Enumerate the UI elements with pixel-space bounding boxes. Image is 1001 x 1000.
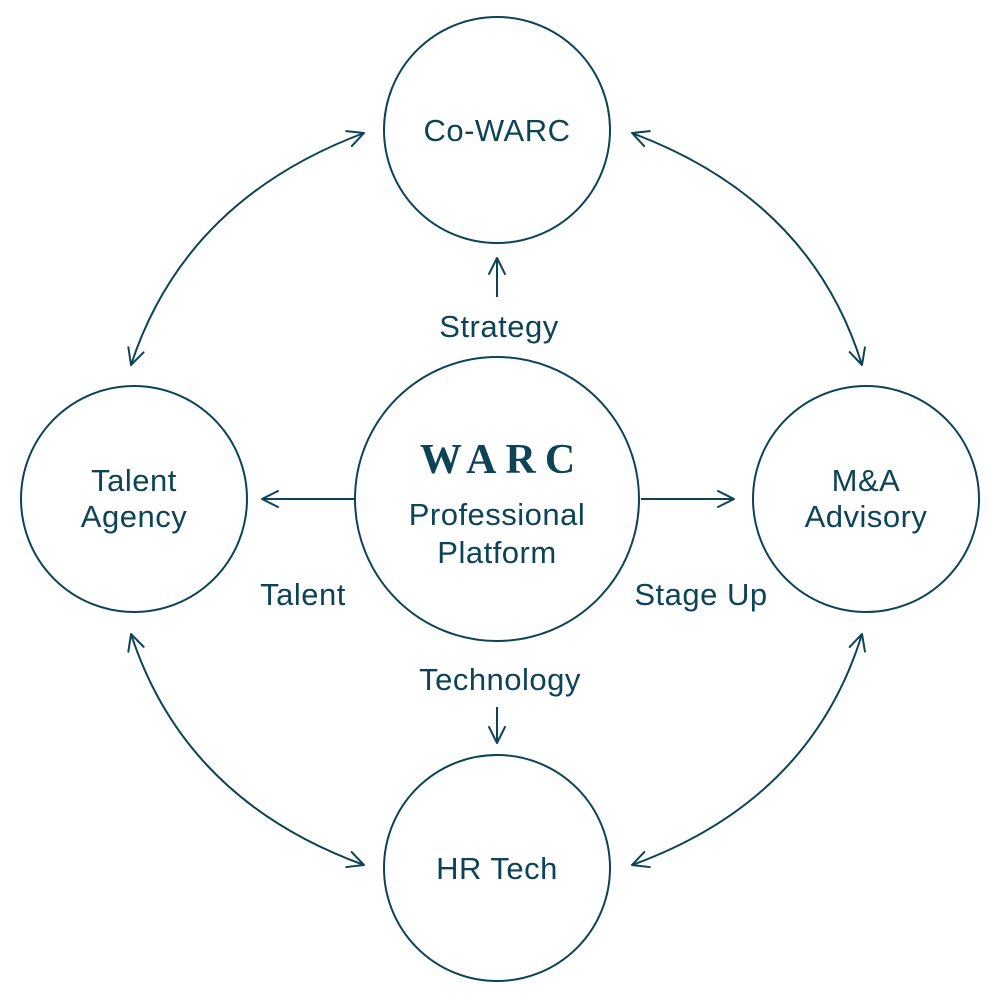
arc-cowarc-talent-agency [127, 130, 365, 366]
arc-cowarc-ma-advisory [631, 130, 866, 366]
warc-logo: WARC [420, 437, 584, 483]
node-talent-agency-line2: Agency [81, 499, 187, 534]
node-talent-agency: Talent Agency [20, 385, 248, 613]
label-strategy: Strategy [439, 309, 558, 344]
node-ma-advisory-line2: Advisory [805, 499, 928, 534]
node-hr-tech: HR Tech [383, 754, 611, 982]
center-line1: Professional [409, 497, 586, 532]
node-hr-tech-label: HR Tech [436, 851, 558, 886]
node-ma-advisory: M&A Advisory [752, 385, 980, 613]
label-stage-up: Stage Up [634, 577, 767, 612]
node-warc-platform: WARC Professional Platform [354, 356, 640, 642]
center-line2: Platform [437, 535, 556, 570]
arc-ma-advisory-hr-tech [631, 633, 866, 869]
label-talent: Talent [260, 577, 346, 612]
node-ma-advisory-line1: M&A [832, 463, 901, 498]
label-technology: Technology [419, 662, 581, 697]
arc-talent-agency-hr-tech [127, 633, 365, 869]
node-cowarc: Co-WARC [383, 16, 611, 244]
node-cowarc-label: Co-WARC [423, 113, 570, 148]
node-talent-agency-line1: Talent [91, 463, 177, 498]
